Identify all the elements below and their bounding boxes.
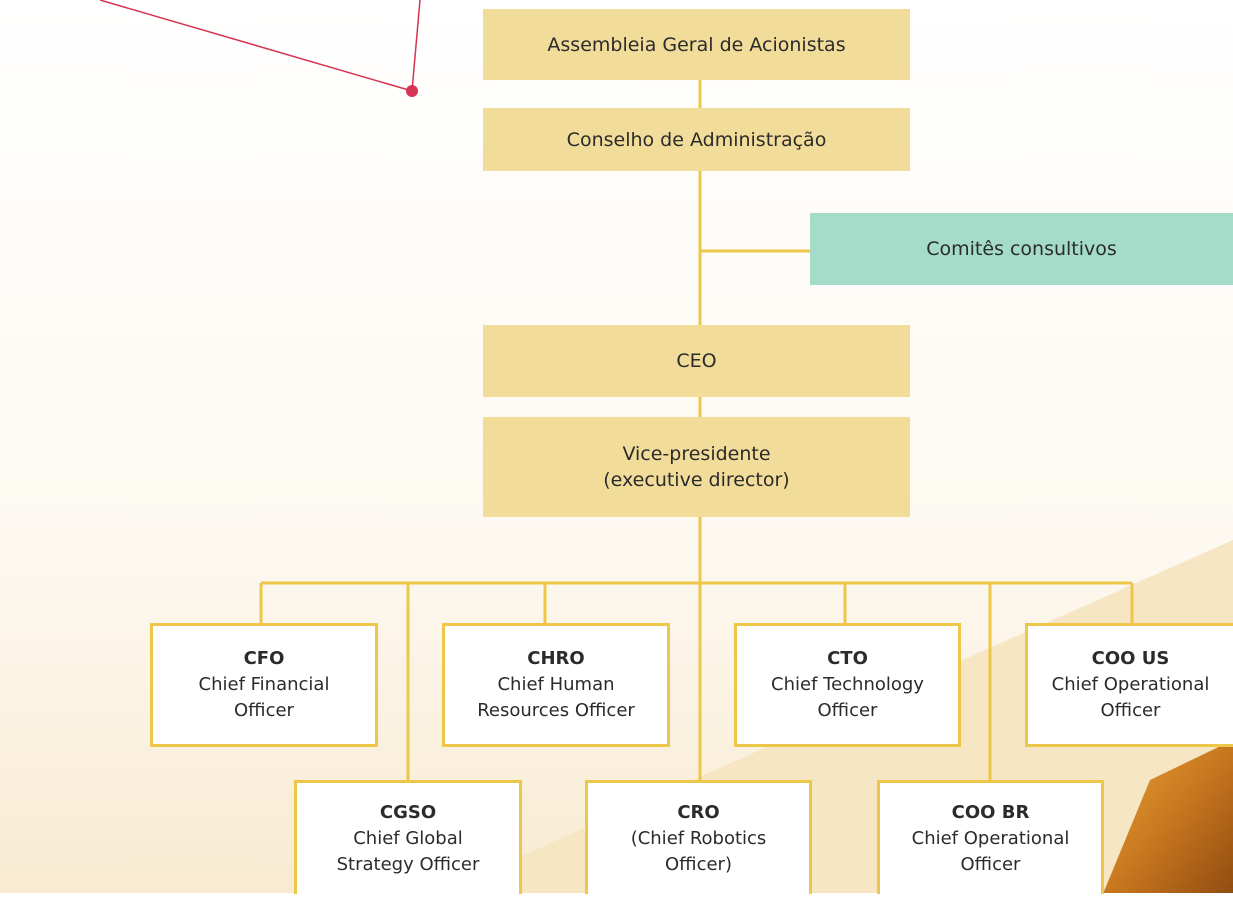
role-coo-us: COO US Chief Operational Officer: [1025, 623, 1233, 747]
role-cfo-code: CFO: [243, 648, 285, 669]
role-cto-code: CTO: [827, 648, 868, 669]
role-cro-code: CRO: [677, 801, 720, 823]
role-coo-us-line2: Officer: [1100, 700, 1161, 721]
role-coo-br: COO BR Chief Operational Officer: [877, 780, 1104, 894]
role-coo-br-line2: Officer: [960, 853, 1021, 875]
role-cfo: CFO Chief Financial Officer: [150, 623, 378, 747]
sunset-patch: [1100, 740, 1233, 901]
node-ceo-label: CEO: [676, 350, 717, 372]
role-cro-line1: (Chief Robotics: [630, 827, 767, 849]
node-ceo: CEO: [483, 325, 910, 397]
role-cfo-line1: Chief Financial: [198, 674, 330, 695]
accent-line-left: [99, 0, 413, 92]
role-cgso-code: CGSO: [379, 801, 437, 823]
node-committees-label: Comitês consultivos: [926, 238, 1117, 260]
node-board: Conselho de Administração: [483, 108, 910, 171]
role-chro-line2: Resources Officer: [477, 700, 635, 721]
node-vp-line2: (executive director): [603, 469, 790, 491]
role-cro-line2: Officer): [665, 853, 732, 875]
role-chro-code: CHRO: [527, 648, 585, 669]
role-cto: CTO Chief Technology Officer: [734, 623, 961, 747]
role-chro-line1: Chief Human: [497, 674, 615, 695]
role-coo-us-line1: Chief Operational: [1051, 674, 1210, 695]
role-coo-br-line1: Chief Operational: [911, 827, 1070, 849]
accent-line-right: [411, 0, 421, 92]
node-committees: Comitês consultivos: [810, 213, 1233, 285]
role-coo-br-code: COO BR: [951, 801, 1030, 823]
role-cro: CRO (Chief Robotics Officer): [585, 780, 812, 894]
role-chro: CHRO Chief Human Resources Officer: [442, 623, 670, 747]
node-vice-president: Vice-presidente (executive director): [483, 417, 910, 517]
role-cgso-line2: Strategy Officer: [336, 853, 480, 875]
role-cfo-line2: Officer: [234, 700, 294, 721]
role-coo-us-code: COO US: [1091, 648, 1170, 669]
role-cto-line2: Officer: [817, 700, 878, 721]
node-assembly: Assembleia Geral de Acionistas: [483, 9, 910, 80]
accent-dot: [406, 85, 418, 97]
role-cto-line1: Chief Technology: [771, 674, 924, 695]
node-assembly-label: Assembleia Geral de Acionistas: [547, 33, 846, 56]
role-cgso: CGSO Chief Global Strategy Officer: [294, 780, 522, 894]
role-cgso-line1: Chief Global: [353, 827, 463, 849]
node-vp-line1: Vice-presidente: [622, 443, 771, 465]
node-board-label: Conselho de Administração: [566, 128, 827, 151]
